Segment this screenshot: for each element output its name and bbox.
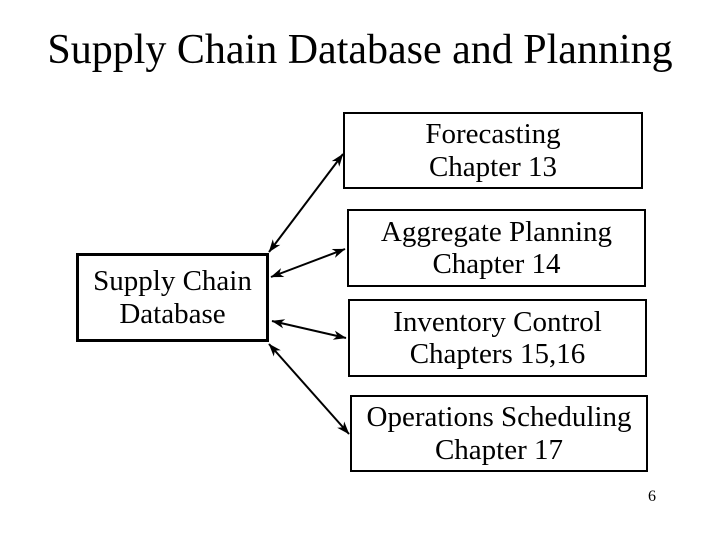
box-inventory-control-line1: Inventory Control [393,305,602,338]
box-forecasting-line1: Forecasting [425,118,561,151]
box-supply-chain-database-line1: Supply Chain [93,265,252,298]
double-arrow-operations-scheduling [268,343,350,435]
slide-title: Supply Chain Database and Planning [47,27,673,73]
double-arrow-aggregate-planning [270,248,346,278]
box-operations-scheduling-line1: Operations Scheduling [366,401,632,434]
box-operations-scheduling: Operations Scheduling Chapter 17 [350,395,648,472]
box-operations-scheduling-line2: Chapter 17 [434,433,564,466]
box-aggregate-planning: Aggregate Planning Chapter 14 [347,209,646,287]
box-supply-chain-database: Supply Chain Database [76,253,269,342]
box-inventory-control: Inventory Control Chapters 15,16 [348,299,647,377]
box-forecasting-line2: Chapter 13 [428,150,558,183]
box-inventory-control-line2: Chapters 15,16 [409,338,586,370]
double-arrow-forecasting [268,153,344,253]
page-number: 6 [648,488,656,505]
box-aggregate-planning-line2: Chapter 14 [432,248,561,280]
box-supply-chain-database-line2: Database [119,297,226,330]
double-arrow-inventory-control [271,319,347,340]
box-aggregate-planning-line1: Aggregate Planning [380,215,613,248]
box-forecasting: Forecasting Chapter 13 [343,112,643,189]
